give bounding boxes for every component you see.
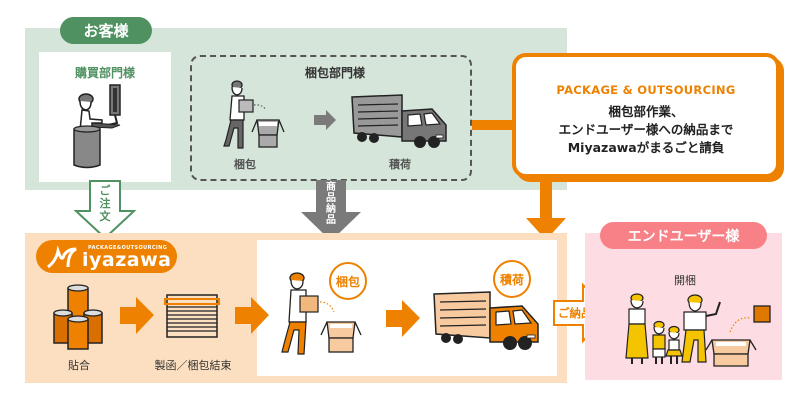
load-badge: 積荷 (493, 260, 531, 298)
step-unpack-label: 開梱 (674, 274, 696, 287)
callout-line: エンドユーザー様への納品まで (558, 122, 734, 137)
office-worker-icon (73, 84, 121, 169)
step-pack-label: 梱包 (234, 158, 256, 171)
callout-line: 梱包部作業、 (608, 104, 684, 119)
logo-name: iyazawa (82, 249, 172, 271)
paper-rolls-icon (53, 284, 103, 350)
flat-boxes-stack-icon (164, 294, 220, 338)
customer-badge: お客様 (60, 17, 152, 44)
arrow-right-orange-icon (120, 297, 154, 334)
truck-orange-icon (433, 291, 539, 350)
packing-worker-icon (223, 80, 285, 149)
family-unpacking-icon (625, 293, 771, 367)
callout-line: Miyazawaがまるごと請負 (567, 140, 725, 155)
callout-down-arrow-icon (526, 180, 566, 240)
delivery-arrow-label: ご納品 (558, 306, 593, 320)
order-char: 注 (99, 197, 111, 210)
arrow-right-orange-icon (235, 297, 269, 334)
order-arrow-icon (73, 180, 137, 240)
packing-worker-orange-icon (281, 272, 362, 355)
arrow-right-orange-icon (386, 300, 420, 337)
purchasing-dept-title: 購買部門様 (74, 66, 135, 80)
goods-delivery-arrow-icon (301, 180, 361, 241)
order-arrow-label: ご 注 文 (96, 184, 114, 223)
step-box-label: 製函／梱包結束 (154, 359, 232, 372)
step-load-label: 積荷 (389, 158, 411, 171)
order-char: 文 (99, 210, 111, 223)
pack-badge: 梱包 (329, 262, 367, 300)
purchasing-dept-card: 購買部門様 (39, 52, 171, 182)
truck-gray-icon (351, 94, 447, 148)
end-user-badge: エンドユーザー様 (600, 222, 767, 249)
order-char: ご (99, 184, 111, 197)
callout-title: PACKAGE & OUTSOURCING (556, 83, 736, 97)
goods-char: 品 (326, 193, 336, 204)
goods-char: 品 (326, 215, 336, 226)
miyazawa-logo: PACKAGE&OUTSOURCING iyazawa (36, 240, 177, 273)
connector-bar (472, 120, 514, 130)
goods-char: 納 (326, 204, 336, 215)
logo-m-mark-icon (47, 245, 77, 269)
goods-delivery-label: 商 品 納 品 (322, 182, 340, 226)
package-outsourcing-callout: PACKAGE & OUTSOURCING 梱包部作業、 エンドユーザー様への納… (512, 53, 780, 178)
goods-char: 商 (326, 182, 336, 193)
arrow-right-gray-icon (314, 110, 336, 130)
packing-dept-title: 梱包部門様 (304, 66, 365, 80)
step-laminate-label: 貼合 (68, 359, 90, 372)
logo-tagline: PACKAGE&OUTSOURCING (88, 245, 168, 251)
